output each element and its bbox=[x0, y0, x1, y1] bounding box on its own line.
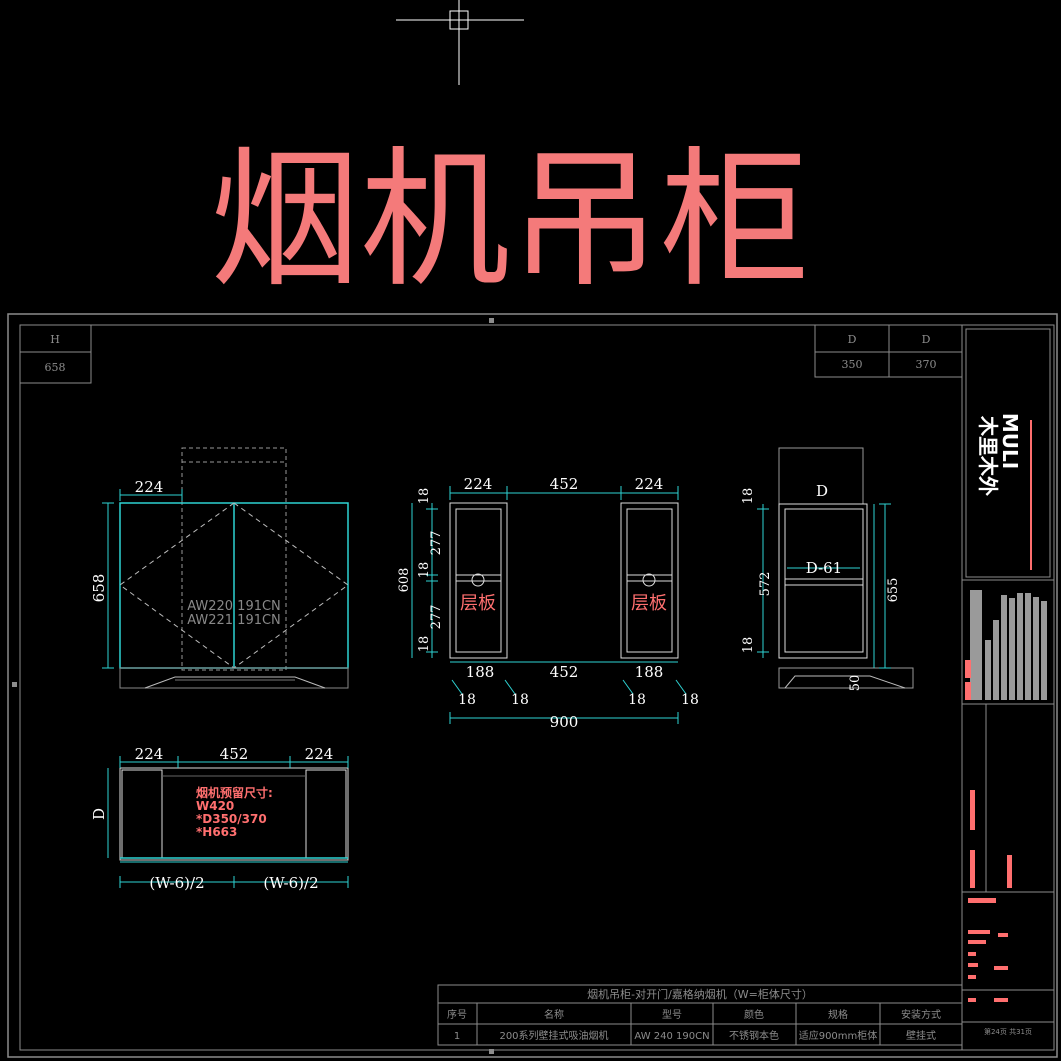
table-depth-value-2: 370 bbox=[916, 358, 937, 371]
front-top-dim: 224 bbox=[135, 478, 164, 496]
section-bottom-dim-1: 188 bbox=[466, 663, 495, 681]
bottom-table-cell-4: 不锈钢本色 bbox=[729, 1029, 779, 1042]
section-thickness-3: 18 bbox=[628, 692, 646, 708]
plan-view bbox=[107, 756, 349, 888]
side-left-dim-1: 18 bbox=[741, 488, 756, 505]
section-shelf-label-2: 层板 bbox=[631, 593, 667, 614]
plan-note-1: 烟机预留尺寸: bbox=[196, 785, 273, 800]
section-overall-left-dim: 608 bbox=[397, 568, 412, 593]
table-height-value: 658 bbox=[45, 361, 66, 374]
section-thickness-1: 18 bbox=[458, 692, 476, 708]
brand-logo: MULI 木里木外 bbox=[976, 413, 1032, 570]
crosshair-cursor-icon bbox=[396, 0, 524, 85]
bottom-table-cell-5: 适应900mm柜体 bbox=[799, 1029, 878, 1042]
bottom-table-cell-1: 1 bbox=[454, 1031, 460, 1042]
plan-bottom-dim-2: (W-6)/2 bbox=[263, 874, 318, 892]
plan-top-dim-3: 224 bbox=[305, 745, 334, 763]
plan-note-4: *H663 bbox=[196, 825, 237, 839]
side-view bbox=[757, 447, 914, 689]
table-depth-header-2: D bbox=[922, 333, 931, 346]
section-bottom-dim-2: 452 bbox=[550, 663, 579, 681]
bottom-table-caption: 烟机吊柜-对开门/嘉格纳烟机（W=柜体尺寸） bbox=[587, 987, 813, 1001]
section-bottom-dim-3: 188 bbox=[635, 663, 664, 681]
table-depth-value-1: 350 bbox=[842, 358, 863, 371]
side-inner-label: D-61 bbox=[806, 559, 842, 577]
side-left-dim-3: 18 bbox=[741, 637, 756, 654]
section-top-dim-3: 224 bbox=[635, 475, 664, 493]
side-left-dim-2: 572 bbox=[758, 572, 773, 597]
bottom-table-cell-2: 200系列壁挂式吸油烟机 bbox=[499, 1029, 608, 1042]
bottom-table-header-4: 颜色 bbox=[744, 1008, 764, 1021]
front-view bbox=[102, 447, 349, 689]
page-title: 烟机吊柜 bbox=[210, 134, 810, 308]
side-right-dim: 655 bbox=[886, 578, 901, 603]
plan-top-dim-1: 224 bbox=[135, 745, 164, 763]
front-model-2: AW221 191CN bbox=[187, 613, 281, 628]
front-model-1: AW220 191CN bbox=[187, 599, 281, 614]
section-left-dim-1: 18 bbox=[417, 488, 432, 505]
table-height-header: H bbox=[50, 333, 60, 346]
table-depth-header-1: D bbox=[848, 333, 857, 346]
bottom-table-header-3: 型号 bbox=[662, 1008, 682, 1021]
plan-top-dim-2: 452 bbox=[220, 745, 249, 763]
page-number: 第24页 共31页 bbox=[984, 1027, 1032, 1036]
brand-chinese: 木里木外 bbox=[976, 415, 1000, 496]
side-top-label: D bbox=[816, 482, 828, 500]
bottom-table-header-5: 规格 bbox=[828, 1008, 848, 1021]
section-total-width: 900 bbox=[550, 713, 579, 731]
section-top-dim-1: 224 bbox=[464, 475, 493, 493]
section-view bbox=[411, 486, 687, 724]
plan-bottom-dim-1: (W-6)/2 bbox=[149, 874, 204, 892]
plan-left-dim: D bbox=[90, 808, 108, 820]
outer-frame bbox=[7, 313, 1058, 1058]
table-depth bbox=[814, 324, 963, 378]
plan-note-3: *D350/370 bbox=[196, 812, 267, 826]
front-left-dim: 658 bbox=[90, 574, 108, 603]
section-thickness-4: 18 bbox=[681, 692, 699, 708]
section-left-dim-4: 277 bbox=[429, 605, 444, 630]
brand-latin: MULI bbox=[998, 413, 1022, 469]
section-left-dim-3: 18 bbox=[417, 562, 432, 579]
bottom-table-header-1: 序号 bbox=[447, 1008, 467, 1021]
plan-note-2: W420 bbox=[196, 799, 234, 813]
section-top-dim-2: 452 bbox=[550, 475, 579, 493]
section-left-dim-5: 18 bbox=[417, 636, 432, 653]
table-height bbox=[19, 324, 92, 384]
bottom-table-cell-3: AW 240 190CN bbox=[634, 1031, 709, 1042]
title-block-bars bbox=[965, 590, 1047, 700]
bottom-table-header-6: 安装方式 bbox=[901, 1008, 941, 1021]
section-left-dim-2: 277 bbox=[429, 531, 444, 556]
section-shelf-label-1: 层板 bbox=[460, 593, 496, 614]
side-bottom-dim: 50 bbox=[848, 675, 863, 692]
title-block bbox=[961, 324, 1055, 1051]
section-thickness-2: 18 bbox=[511, 692, 529, 708]
bottom-table-cell-6: 壁挂式 bbox=[906, 1029, 936, 1042]
bottom-table-header-2: 名称 bbox=[544, 1008, 564, 1021]
title-block-marks bbox=[968, 790, 1012, 1002]
